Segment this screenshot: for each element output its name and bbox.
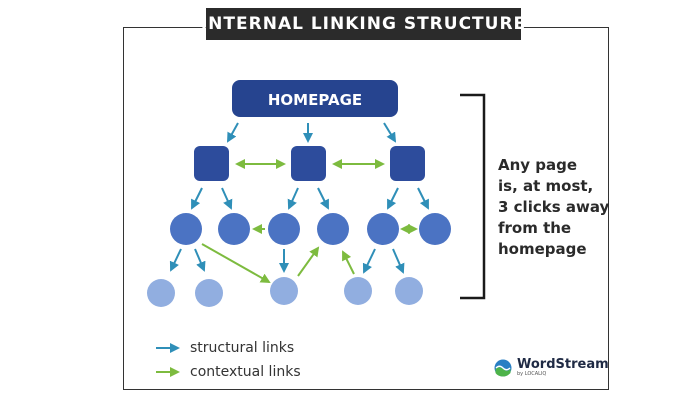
level1-page-node xyxy=(194,146,229,181)
contextual-arrow xyxy=(201,243,271,283)
level3-page-node xyxy=(195,279,223,307)
contextual-arrow xyxy=(342,250,355,275)
title-banner: INTERNAL LINKING STRUCTURE xyxy=(201,8,525,40)
structural-arrow xyxy=(392,248,405,274)
contextual-arrow xyxy=(297,246,320,277)
note-line: 3 clicks away xyxy=(498,198,610,216)
level2-page-node xyxy=(218,213,250,245)
depth-bracket xyxy=(460,93,486,300)
structural-arrow xyxy=(169,248,182,272)
level1-page-node xyxy=(291,146,326,181)
level2-page-node xyxy=(367,213,399,245)
legend-contextual: contextual links xyxy=(154,362,301,382)
note-line: is, at most, xyxy=(498,177,594,195)
level3-page-node xyxy=(344,277,372,305)
wordstream-logo: WordStream by LOCALIQ xyxy=(494,358,609,377)
homepage-node xyxy=(232,80,398,117)
level1-page-node xyxy=(390,146,425,181)
level3-page-node xyxy=(395,277,423,305)
structural-arrow xyxy=(383,122,397,143)
level2-page-node xyxy=(170,213,202,245)
structural-arrow xyxy=(221,187,233,210)
structural-arrow xyxy=(194,248,206,272)
note-line: from the xyxy=(498,219,572,237)
structural-arrow xyxy=(387,187,399,210)
legend-contextual-label: contextual links xyxy=(190,364,301,380)
legend-structural-label: structural links xyxy=(190,340,295,356)
diagram-title: INTERNAL LINKING STRUCTURE xyxy=(200,14,527,34)
structural-arrow xyxy=(227,122,239,143)
level2-page-node xyxy=(268,213,300,245)
legend-structural: structural links xyxy=(154,338,294,358)
structural-arrow xyxy=(417,187,429,210)
logo-subtitle: by LOCALIQ xyxy=(517,371,547,377)
logo-wordmark: WordStream xyxy=(517,357,609,372)
structural-arrow xyxy=(362,248,376,274)
homepage-label: HOMEPAGE xyxy=(268,91,362,109)
level2-page-node xyxy=(317,213,349,245)
depth-note: Any page is, at most, 3 clicks away from… xyxy=(498,155,610,260)
note-line: homepage xyxy=(498,240,587,258)
structural-arrow xyxy=(317,187,329,210)
structural-arrow xyxy=(191,187,203,210)
structural-arrow xyxy=(287,187,299,210)
level3-page-node xyxy=(147,279,175,307)
level2-page-node xyxy=(419,213,451,245)
note-line: Any page xyxy=(498,156,578,174)
wordstream-wave-icon xyxy=(494,359,512,376)
level3-page-node xyxy=(270,277,298,305)
